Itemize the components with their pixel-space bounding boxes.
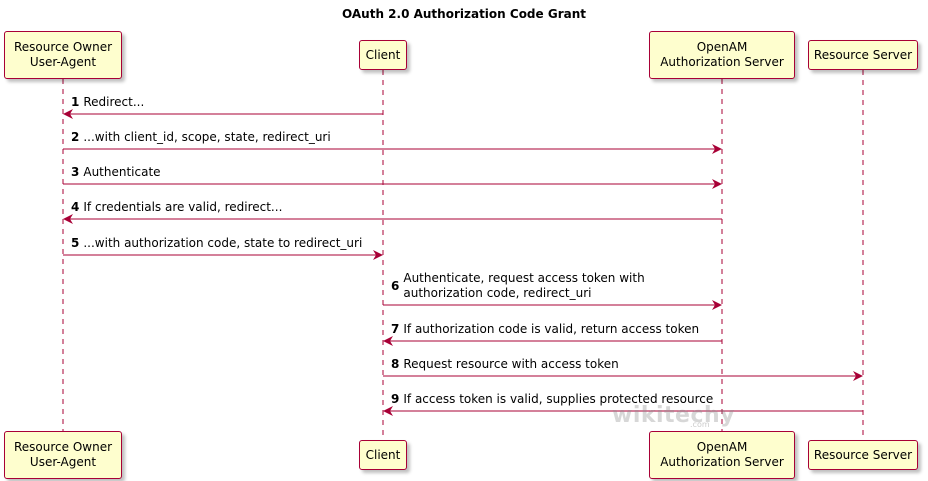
participant-label: Client: [365, 47, 401, 62]
participant-label: Authorization Server: [660, 455, 784, 469]
participant-label: Resource Server: [813, 47, 913, 62]
message-text-line: Authenticate: [83, 165, 161, 179]
participant-label: Resource Owner: [13, 440, 113, 454]
message-number: 4: [71, 200, 80, 214]
participant-label: Authorization Server: [660, 55, 784, 69]
message-text: ...with authorization code, state to red…: [83, 236, 362, 251]
watermark-domain: .com: [690, 420, 710, 429]
message-text: If access token is valid, supplies prote…: [403, 392, 713, 407]
message-text-line: If authorization code is valid, return a…: [403, 322, 700, 336]
participant-label: OpenAM: [696, 440, 748, 454]
participant-client-bottom: Client: [359, 440, 407, 470]
participant-label: Resource Server: [813, 447, 913, 462]
message-text-line: If credentials are valid, redirect...: [83, 200, 283, 214]
message-number: 8: [391, 357, 400, 371]
message-number: 1: [71, 95, 80, 109]
message-number: 5: [71, 236, 80, 250]
message-text: Request resource with access token: [403, 357, 618, 372]
message-number: 3: [71, 165, 80, 179]
message-text-line: Authenticate, request access token with: [403, 271, 645, 285]
message-number: 9: [391, 392, 400, 406]
message-text-line: Redirect...: [83, 95, 145, 109]
message-text-line: authorization code, redirect_uri: [403, 286, 592, 300]
message-text: ...with client_id, scope, state, redirec…: [83, 130, 330, 145]
message-label-5: 5...with authorization code, state to re…: [71, 236, 362, 251]
message-text: If authorization code is valid, return a…: [403, 322, 699, 337]
diagram-title: OAuth 2.0 Authorization Code Grant: [342, 7, 586, 21]
message-text-line: If access token is valid, supplies prote…: [403, 392, 714, 406]
participant-label: User-Agent: [29, 55, 97, 69]
message-label-2: 2...with client_id, scope, state, redire…: [71, 130, 331, 145]
message-number: 7: [391, 322, 400, 336]
participant-label: User-Agent: [29, 455, 97, 469]
message-text: Redirect...: [83, 95, 144, 110]
participant-client-top: Client: [359, 40, 407, 70]
participant-label: OpenAM: [696, 40, 748, 54]
participant-label: Resource Owner: [13, 40, 113, 54]
participant-rs-bottom: Resource Server: [808, 440, 918, 470]
participant-label: Client: [365, 447, 401, 462]
message-text: Authenticate: [83, 165, 160, 180]
message-text: If credentials are valid, redirect...: [83, 200, 282, 215]
message-text-line: ...with client_id, scope, state, redirec…: [83, 130, 331, 144]
participant-rs-top: Resource Server: [808, 40, 918, 70]
message-text-line: Request resource with access token: [403, 357, 619, 371]
message-text-line: ...with authorization code, state to red…: [83, 236, 363, 250]
message-number: 2: [71, 130, 80, 144]
watermark-logo: wikitechy: [612, 403, 736, 428]
message-number: 6: [391, 278, 400, 293]
